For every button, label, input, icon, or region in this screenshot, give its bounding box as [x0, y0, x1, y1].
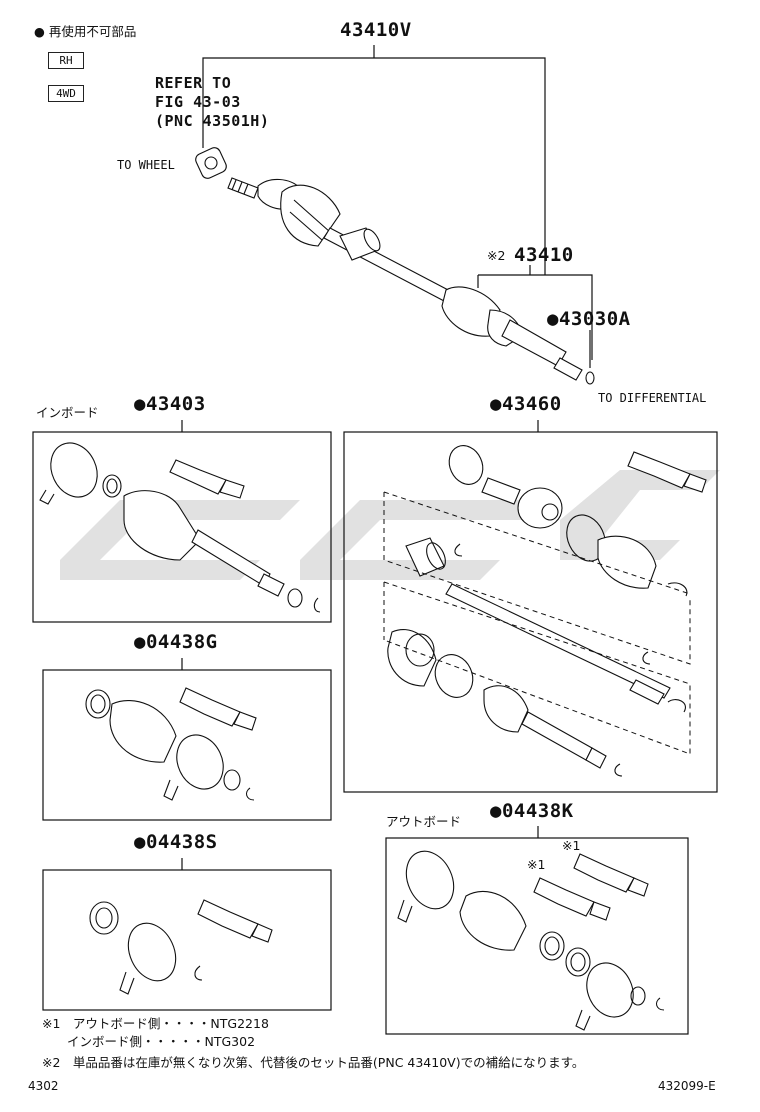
kit-box-04438K	[385, 837, 689, 1035]
footnote-1b: インボード側・・・・・NTG302	[42, 1034, 256, 1049]
footnote-1: ※1 アウトボード側・・・・NTG2218	[42, 1016, 269, 1031]
pnc-43410: 43410	[514, 244, 574, 266]
page-number: 4302	[28, 1079, 59, 1093]
non-reusable-legend: ● 再使用不可部品	[34, 24, 137, 39]
outboard-label: アウトボード	[386, 814, 462, 829]
tag-rh: RH	[48, 52, 84, 69]
note-mark-1b: ※1	[527, 857, 546, 872]
refer-line-3: (PNC 43501H)	[155, 112, 270, 130]
kit-box-04438G	[42, 669, 332, 821]
kit-04438G-parts	[85, 687, 257, 801]
pnc-43403: ●43403	[134, 393, 206, 415]
pnc-04438S: ●04438S	[134, 831, 218, 853]
inboard-label: インボード	[36, 405, 99, 420]
kit-04438K-parts	[397, 850, 665, 1031]
note-mark-1a: ※1	[562, 838, 581, 853]
kit-43460-parts	[387, 445, 707, 777]
kit-box-04438S	[42, 869, 332, 1011]
pnc-04438K: ●04438K	[490, 800, 574, 822]
kit-04438S-parts	[89, 899, 273, 995]
tag-4wd: 4WD	[48, 85, 84, 102]
kit-box-43460	[343, 431, 718, 793]
pnc-43460: ●43460	[490, 393, 562, 415]
kit-43403-parts	[39, 442, 321, 613]
to-differential-label: TO DIFFERENTIAL	[598, 391, 707, 405]
pnc-43410V: 43410V	[340, 19, 412, 41]
bracket-43410	[478, 265, 593, 360]
drive-shaft-assembly	[195, 147, 595, 385]
refer-line-1: REFER TO	[155, 74, 232, 92]
pnc-43030A: ●43030A	[547, 308, 631, 330]
pnc-04438G: ●04438G	[134, 631, 218, 653]
note-mark-2: ※2	[487, 248, 506, 263]
refer-line-2: FIG 43-03	[155, 93, 241, 111]
bracket-43410V	[202, 45, 546, 230]
illustration-id: 432099-E	[658, 1079, 716, 1093]
to-wheel-label: TO WHEEL	[117, 158, 175, 172]
footnote-2: ※2 単品品番は在庫が無くなり次第、代替後のセット品番(PNC 43410V)で…	[42, 1055, 585, 1070]
